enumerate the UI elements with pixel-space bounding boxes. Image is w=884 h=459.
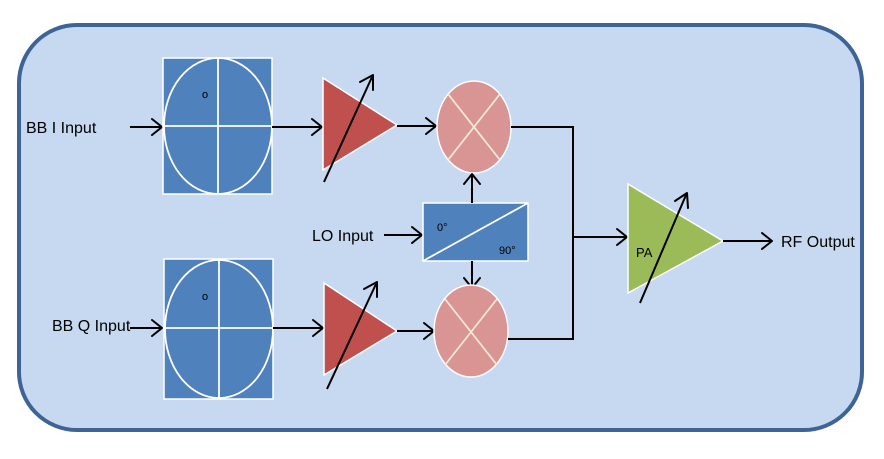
mixer-q	[433, 284, 509, 378]
pa-label: PA	[636, 245, 653, 260]
rf-output-label: RF Output	[781, 234, 855, 251]
bb-q-arrowhead-icon	[151, 319, 163, 337]
phase-0-label: 0°	[437, 222, 448, 234]
filter-i-marker: o	[202, 89, 208, 101]
bb-i-input-label: BB I Input	[26, 120, 97, 137]
mixer-i-lo-arrowhead-icon	[463, 173, 481, 185]
mixer-i-to-combiner-wire	[511, 126, 574, 237]
mixer-i-in-arrowhead-icon	[425, 117, 437, 135]
bb-q-input-label: BB Q Input	[52, 318, 131, 335]
power-amplifier: PA	[627, 182, 725, 304]
filter-q-marker: o	[202, 291, 208, 303]
bb-i-arrowhead-icon	[151, 118, 163, 136]
mixer-q-to-combiner-wire	[508, 237, 574, 340]
amp-i	[322, 74, 399, 183]
amp-q-in-arrowhead-icon	[312, 319, 324, 337]
phase-90-label: 90°	[499, 245, 516, 257]
filter-i: o	[162, 57, 273, 195]
amp-i-in-arrowhead-icon	[311, 118, 323, 136]
pa-in-arrowhead-icon	[616, 228, 628, 246]
mixer-i	[436, 80, 512, 174]
lo-input-label: LO Input	[312, 228, 374, 245]
phase-splitter: 0° 90°	[422, 202, 529, 262]
amp-q	[323, 281, 399, 390]
filter-q: o	[163, 258, 274, 400]
lo-arrowhead-icon	[411, 226, 423, 244]
rf-output-arrowhead-icon	[761, 232, 773, 250]
